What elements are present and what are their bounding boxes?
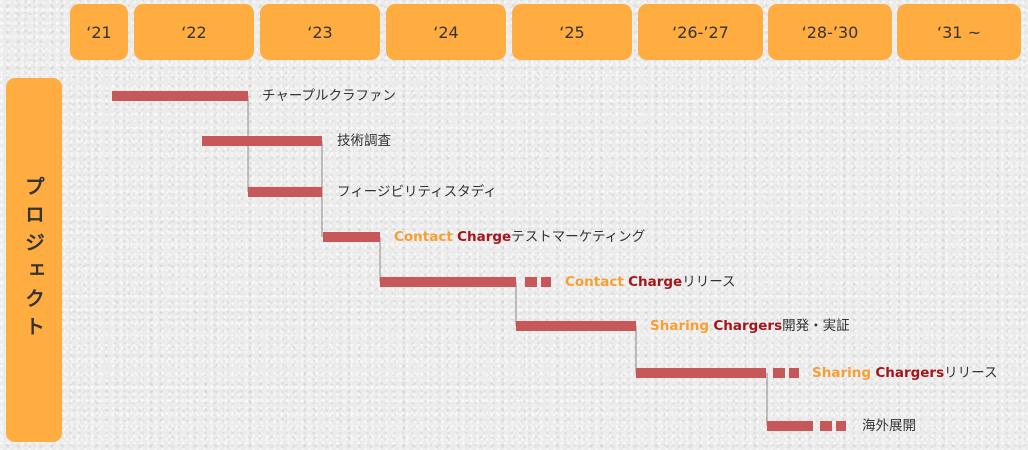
brand-name-chargers: Chargers — [875, 365, 945, 381]
year-header-label: ‘23 — [307, 22, 333, 42]
year-header-label: ‘25 — [559, 22, 585, 42]
brand-name-charge: Charge — [457, 229, 512, 245]
task-bar-dash — [541, 277, 551, 287]
task-label-text: 技術調査 — [337, 133, 391, 149]
task-bar-dash — [773, 368, 785, 378]
task-label-test-marketing: Contact Chargeテストマーケティング — [394, 229, 645, 245]
year-header-2028-2030: ‘28-’30 — [768, 4, 892, 60]
project-row-header: プロジェクト — [6, 78, 62, 442]
task-bar-sharing-release — [636, 368, 766, 378]
brand-name-sharing: Sharing — [812, 365, 872, 381]
year-header-2031-onward: ‘31 ~ — [897, 4, 1021, 60]
brand-name-contact: Contact — [394, 229, 453, 245]
task-label-contact-charge-release: Contact Chargeリリース — [565, 274, 736, 290]
task-label-text: リリース — [682, 274, 736, 290]
task-label-text: 海外展開 — [862, 418, 916, 434]
task-label-text: チャープルクラファン — [262, 88, 397, 104]
year-header-label: ‘22 — [181, 22, 207, 42]
task-bar-dash — [525, 277, 537, 287]
task-label-crowdfunding: チャープルクラファン — [262, 88, 396, 104]
task-bar-dash — [789, 368, 799, 378]
task-label-text: フィージビリティスタディ — [337, 184, 497, 200]
year-header-2024: ‘24 — [386, 4, 506, 60]
year-header-2025: ‘25 — [512, 4, 632, 60]
task-bar-crowdfunding — [112, 91, 248, 101]
task-label-text: テストマーケティング — [511, 229, 646, 245]
task-bar-sharing-dev — [516, 321, 636, 331]
task-bar-contact-charge-release — [380, 277, 516, 287]
project-row-label: プロジェクト — [21, 176, 46, 344]
year-header-2021: ‘21 — [70, 4, 128, 60]
year-header-label: ‘31 ~ — [937, 22, 981, 42]
task-label-feasibility-study: フィージビリティスタディ — [337, 184, 497, 200]
year-header-2026-2027: ‘26-’27 — [638, 4, 763, 60]
brand-name-chargers: Chargers — [713, 318, 783, 334]
brand-name-charge: Charge — [628, 274, 683, 290]
year-header-label: ‘21 — [86, 22, 112, 42]
brand-name-contact: Contact — [565, 274, 624, 290]
task-label-text: リリース — [944, 365, 998, 381]
year-header-label: ‘24 — [433, 22, 459, 42]
task-label-text: 開発・実証 — [782, 318, 850, 334]
year-header-label: ‘26-’27 — [672, 22, 729, 42]
task-label-tech-research: 技術調査 — [337, 133, 391, 149]
task-label-sharing-release: Sharing Chargersリリース — [812, 365, 997, 381]
task-bar-dash — [820, 421, 832, 431]
brand-name-sharing: Sharing — [650, 318, 710, 334]
task-bar-overseas — [767, 421, 813, 431]
task-bar-feasibility-study — [248, 187, 322, 197]
task-label-overseas: 海外展開 — [862, 418, 916, 434]
task-bar-dash — [836, 421, 846, 431]
year-header-2023: ‘23 — [260, 4, 380, 60]
task-label-sharing-dev: Sharing Chargers開発・実証 — [650, 318, 850, 334]
task-bar-test-marketing — [323, 232, 380, 242]
year-header-2022: ‘22 — [134, 4, 254, 60]
task-bar-tech-research — [202, 136, 322, 146]
year-header-label: ‘28-’30 — [801, 22, 859, 42]
